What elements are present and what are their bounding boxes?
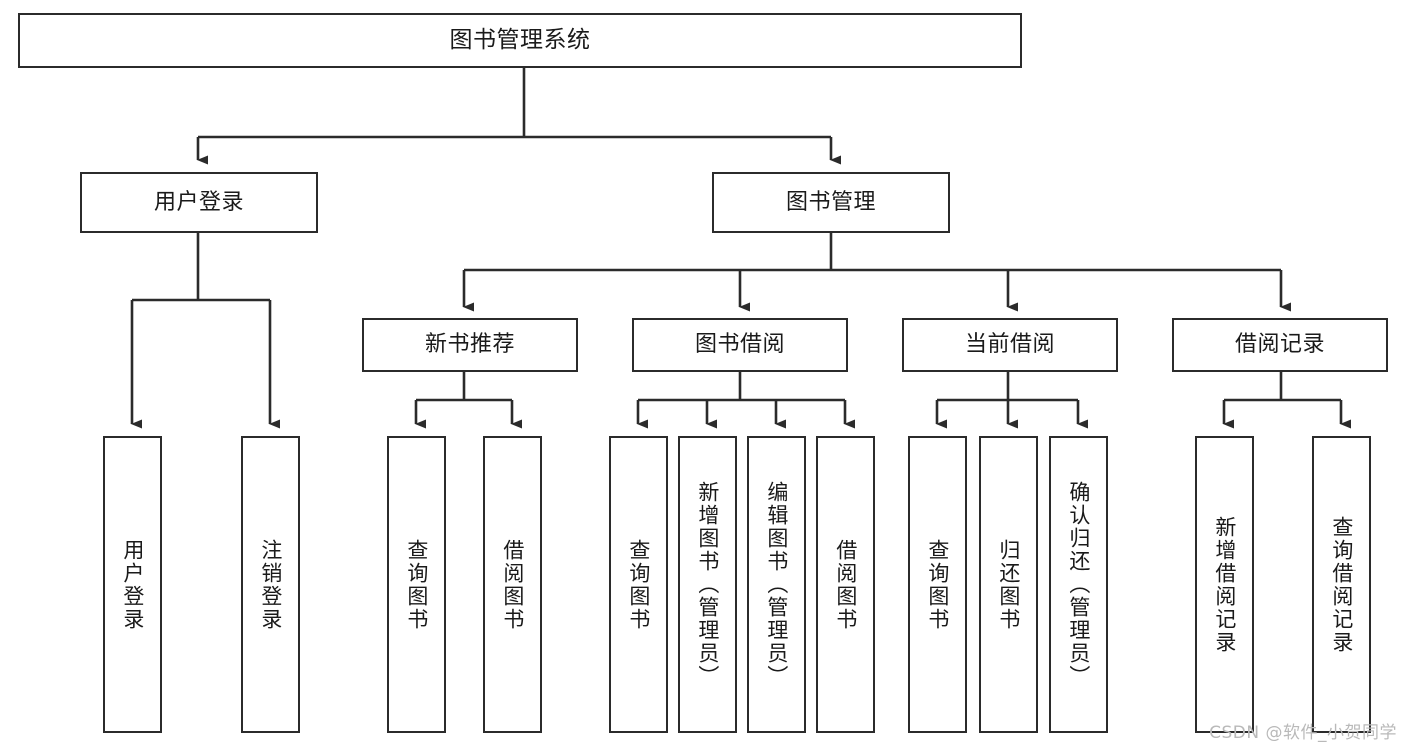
- leaf-borrow-book[interactable]: 借阅图书: [816, 436, 875, 733]
- leaf-label: 查询图书: [404, 538, 429, 631]
- leaf-label: 用户登录: [120, 538, 145, 631]
- node-book-borrow[interactable]: 图书借阅: [632, 318, 848, 372]
- leaf-label: 查询借阅记录: [1329, 515, 1354, 654]
- leaf-user-logout[interactable]: 注销登录: [241, 436, 300, 733]
- node-current-borrow[interactable]: 当前借阅: [902, 318, 1118, 372]
- node-borrow-record[interactable]: 借阅记录: [1172, 318, 1388, 372]
- leaf-query-book-borrow[interactable]: 查询图书: [609, 436, 668, 733]
- csdn-watermark: CSDN @软件_小贺同学: [1209, 723, 1397, 743]
- leaf-query-book-recommend[interactable]: 查询图书: [387, 436, 446, 733]
- node-root-system[interactable]: 图书管理系统: [18, 13, 1022, 68]
- leaf-return-book[interactable]: 归还图书: [979, 436, 1038, 733]
- leaf-query-book-current[interactable]: 查询图书: [908, 436, 967, 733]
- leaf-borrow-book-recommend[interactable]: 借阅图书: [483, 436, 542, 733]
- leaf-label: 借阅图书: [833, 538, 858, 631]
- node-new-book-recommend[interactable]: 新书推荐: [362, 318, 578, 372]
- leaf-confirm-return-admin[interactable]: 确认归还（管理员）: [1049, 436, 1108, 733]
- node-book-manage[interactable]: 图书管理: [712, 172, 950, 233]
- leaf-label: 新增借阅记录: [1212, 515, 1237, 654]
- leaf-label: 新增图书（管理员）: [695, 481, 720, 688]
- leaf-label: 查询图书: [925, 538, 950, 631]
- leaf-label: 查询图书: [626, 538, 651, 631]
- leaf-label: 归还图书: [996, 538, 1021, 631]
- leaf-label: 借阅图书: [500, 538, 525, 631]
- node-user-login[interactable]: 用户登录: [80, 172, 318, 233]
- leaf-add-borrow-record[interactable]: 新增借阅记录: [1195, 436, 1254, 733]
- leaf-add-book-admin[interactable]: 新增图书（管理员）: [678, 436, 737, 733]
- leaf-label: 确认归还（管理员）: [1066, 481, 1091, 688]
- leaf-edit-book-admin[interactable]: 编辑图书（管理员）: [747, 436, 806, 733]
- leaf-label: 注销登录: [258, 538, 283, 631]
- leaf-label: 编辑图书（管理员）: [764, 481, 789, 688]
- leaf-query-borrow-record[interactable]: 查询借阅记录: [1312, 436, 1371, 733]
- leaf-user-login[interactable]: 用户登录: [103, 436, 162, 733]
